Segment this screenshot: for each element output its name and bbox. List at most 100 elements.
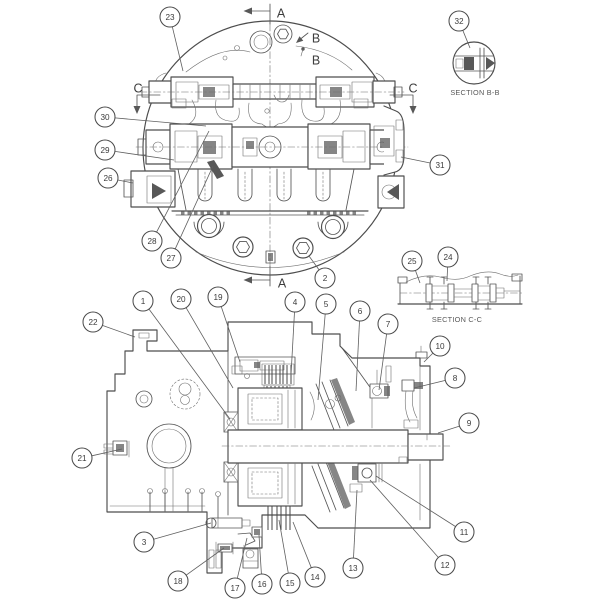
callout-circle bbox=[207, 286, 229, 308]
callout-9: 9 bbox=[458, 412, 480, 434]
leader-line-19 bbox=[220, 306, 241, 363]
leader-line-7 bbox=[378, 333, 387, 391]
callout-number: 8 bbox=[453, 374, 458, 383]
callout-number: 1 bbox=[141, 297, 146, 306]
callout-circle bbox=[401, 250, 423, 272]
callout-30: 30 bbox=[94, 106, 116, 128]
leader-line-27 bbox=[174, 165, 214, 250]
callout-circle bbox=[82, 311, 104, 333]
leader-line-18 bbox=[185, 547, 225, 576]
callout-7: 7 bbox=[377, 313, 399, 335]
callout-circle bbox=[314, 267, 336, 289]
callout-circle bbox=[97, 167, 119, 189]
callout-number: 6 bbox=[358, 307, 363, 316]
callout-number: 32 bbox=[454, 17, 464, 26]
callout-circle bbox=[132, 290, 154, 312]
leader-line-11 bbox=[375, 475, 456, 527]
callout-circle bbox=[141, 230, 163, 252]
callout-11: 11 bbox=[453, 521, 475, 543]
callout-number: 31 bbox=[435, 161, 445, 170]
callout-circle bbox=[315, 293, 337, 315]
callout-17: 17 bbox=[224, 577, 246, 599]
callout-number: 27 bbox=[166, 254, 176, 263]
callout-number: 4 bbox=[293, 298, 298, 307]
callout-16: 16 bbox=[251, 573, 273, 595]
section-bb-label: SECTION B-B bbox=[450, 88, 499, 97]
callout-circle bbox=[159, 6, 181, 28]
section-letter-c-5: C bbox=[408, 82, 417, 96]
callout-circle bbox=[71, 447, 93, 469]
callout-number: 26 bbox=[103, 174, 113, 183]
callout-15: 15 bbox=[279, 572, 301, 594]
leader-line-9 bbox=[437, 425, 460, 434]
callout-10: 10 bbox=[429, 335, 451, 357]
leader-line-26 bbox=[117, 179, 134, 184]
leader-line-20 bbox=[185, 307, 234, 389]
callout-number: 12 bbox=[440, 561, 450, 570]
section-bb-detail bbox=[452, 41, 496, 85]
callout-2: 2 bbox=[314, 267, 336, 289]
callout-31: 31 bbox=[429, 154, 451, 176]
callout-number: 28 bbox=[147, 237, 157, 246]
leader-line-8 bbox=[413, 380, 446, 389]
callout-22: 22 bbox=[82, 311, 104, 333]
callout-23: 23 bbox=[159, 6, 181, 28]
callout-circle bbox=[94, 139, 116, 161]
callout-circle bbox=[444, 367, 466, 389]
leader-line-13 bbox=[353, 489, 358, 559]
callout-3: 3 bbox=[133, 531, 155, 553]
leader-line-31 bbox=[400, 156, 431, 164]
callout-number: 13 bbox=[348, 564, 358, 573]
callout-circle bbox=[342, 557, 364, 579]
callout-number: 24 bbox=[443, 253, 453, 262]
callout-28: 28 bbox=[141, 230, 163, 252]
section-marker-arrows bbox=[133, 3, 417, 287]
callout-circle bbox=[437, 246, 459, 268]
leader-line-16 bbox=[258, 534, 262, 575]
leader-line-3 bbox=[153, 522, 212, 540]
leader-line-4 bbox=[290, 311, 295, 376]
callout-number: 17 bbox=[230, 584, 240, 593]
callout-4: 4 bbox=[284, 291, 306, 313]
callout-5: 5 bbox=[315, 293, 337, 315]
section-letter-a-1: A bbox=[278, 277, 287, 291]
callout-circle bbox=[160, 247, 182, 269]
callout-number: 25 bbox=[407, 257, 417, 266]
callout-circle bbox=[304, 566, 326, 588]
callout-32: 32 bbox=[448, 10, 470, 32]
callout-number: 19 bbox=[213, 293, 223, 302]
leader-line-25 bbox=[415, 270, 421, 284]
leader-line-28 bbox=[156, 130, 210, 233]
callout-number: 9 bbox=[467, 419, 472, 428]
callout-number: 5 bbox=[324, 300, 329, 309]
leader-line-2 bbox=[308, 255, 320, 271]
callout-circle bbox=[94, 106, 116, 128]
callout-24: 24 bbox=[437, 246, 459, 268]
callout-number: 18 bbox=[173, 577, 183, 586]
callout-6: 6 bbox=[349, 300, 371, 322]
leader-line-10 bbox=[423, 352, 434, 363]
leader-line-29 bbox=[114, 151, 175, 161]
leader-line-6 bbox=[355, 320, 360, 392]
callout-13: 13 bbox=[342, 557, 364, 579]
callout-number: 29 bbox=[100, 146, 110, 155]
leader-line-24 bbox=[446, 266, 448, 282]
section-cc-detail bbox=[397, 271, 523, 310]
callout-circle bbox=[279, 572, 301, 594]
callout-number: 15 bbox=[285, 579, 295, 588]
callout-circle bbox=[434, 554, 456, 576]
leader-line-32 bbox=[462, 30, 471, 49]
callout-26: 26 bbox=[97, 167, 119, 189]
section-cc-label: SECTION C-C bbox=[432, 315, 482, 324]
callout-21: 21 bbox=[71, 447, 93, 469]
section-letter-a-0: A bbox=[277, 7, 286, 21]
section-letter-c-4: C bbox=[133, 82, 142, 96]
callout-circle bbox=[429, 154, 451, 176]
leader-line-23 bbox=[171, 26, 184, 72]
callout-29: 29 bbox=[94, 139, 116, 161]
leader-line-5 bbox=[317, 313, 326, 401]
callout-number: 2 bbox=[323, 274, 328, 283]
callout-number: 14 bbox=[310, 573, 320, 582]
